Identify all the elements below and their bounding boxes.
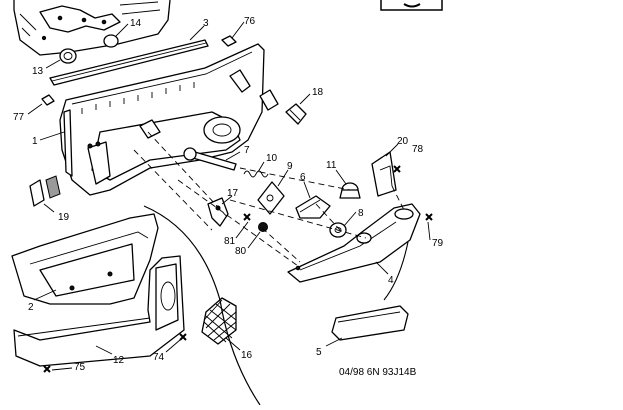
part-16-grille [201, 297, 237, 345]
callout-6: 6 [300, 172, 306, 183]
callout-16: 16 [241, 350, 253, 361]
cross-markers [43, 165, 433, 373]
callout-4: 4 [388, 275, 394, 286]
part-19-clips [29, 175, 61, 207]
part-1-door-panel [59, 43, 265, 196]
part-10-spring [243, 170, 269, 178]
callout-8: 8 [358, 208, 364, 219]
part-9-bracket [257, 181, 285, 215]
part-77-tag [41, 94, 55, 106]
part-3-seal-strip [49, 39, 209, 86]
callout-17: 17 [227, 188, 239, 199]
part-12-side-panel [13, 255, 185, 367]
callout-81: 81 [224, 236, 236, 247]
callout-7: 7 [244, 145, 250, 156]
callout-19: 19 [58, 212, 70, 223]
callout-10: 10 [266, 153, 278, 164]
callout-13: 13 [32, 66, 44, 77]
callout-78: 78 [412, 144, 424, 155]
part-14-ring [103, 34, 119, 48]
callout-79: 79 [432, 238, 444, 249]
callout-5: 5 [316, 347, 322, 358]
part-18-clip [285, 103, 307, 125]
part-7-rod [183, 147, 237, 171]
part-5-pad [331, 305, 409, 341]
part-2-lower-panel [11, 213, 159, 305]
callout-12: 12 [113, 355, 125, 366]
part-20-bracket [371, 151, 397, 197]
sweep-line-right [383, 241, 409, 301]
callout-76: 76 [244, 16, 256, 27]
callout-20: 20 [397, 136, 409, 147]
part-13-grommet [59, 48, 77, 64]
callout-11: 11 [326, 160, 337, 171]
assembly-dash-lines [133, 131, 405, 267]
callout-18: 18 [312, 87, 324, 98]
leader-lines [27, 21, 431, 371]
callout-80: 80 [235, 246, 247, 257]
callout-14: 14 [130, 18, 142, 29]
part-80-plug [258, 222, 268, 232]
part-17-latch [207, 197, 229, 227]
part-11-bolt [339, 182, 361, 199]
callout-75: 75 [74, 362, 86, 373]
callout-labels: 14 3 76 13 77 18 1 20 78 7 10 9 11 6 17 … [13, 16, 444, 373]
door-frame-fragment [13, 0, 171, 56]
callout-77: 77 [13, 112, 25, 123]
connector-wire [229, 69, 279, 111]
callout-74: 74 [153, 352, 165, 363]
callout-9: 9 [287, 161, 293, 172]
part-4-armrest [287, 203, 421, 283]
sweep-line [143, 205, 261, 406]
reference-code: 04/98 6N 93J14B [339, 367, 417, 378]
part-6-clip [295, 195, 331, 219]
callout-2: 2 [28, 302, 34, 313]
callout-3: 3 [203, 18, 209, 29]
part-76-tag [221, 35, 237, 47]
corner-frame [380, 0, 443, 11]
callout-1: 1 [32, 136, 38, 147]
